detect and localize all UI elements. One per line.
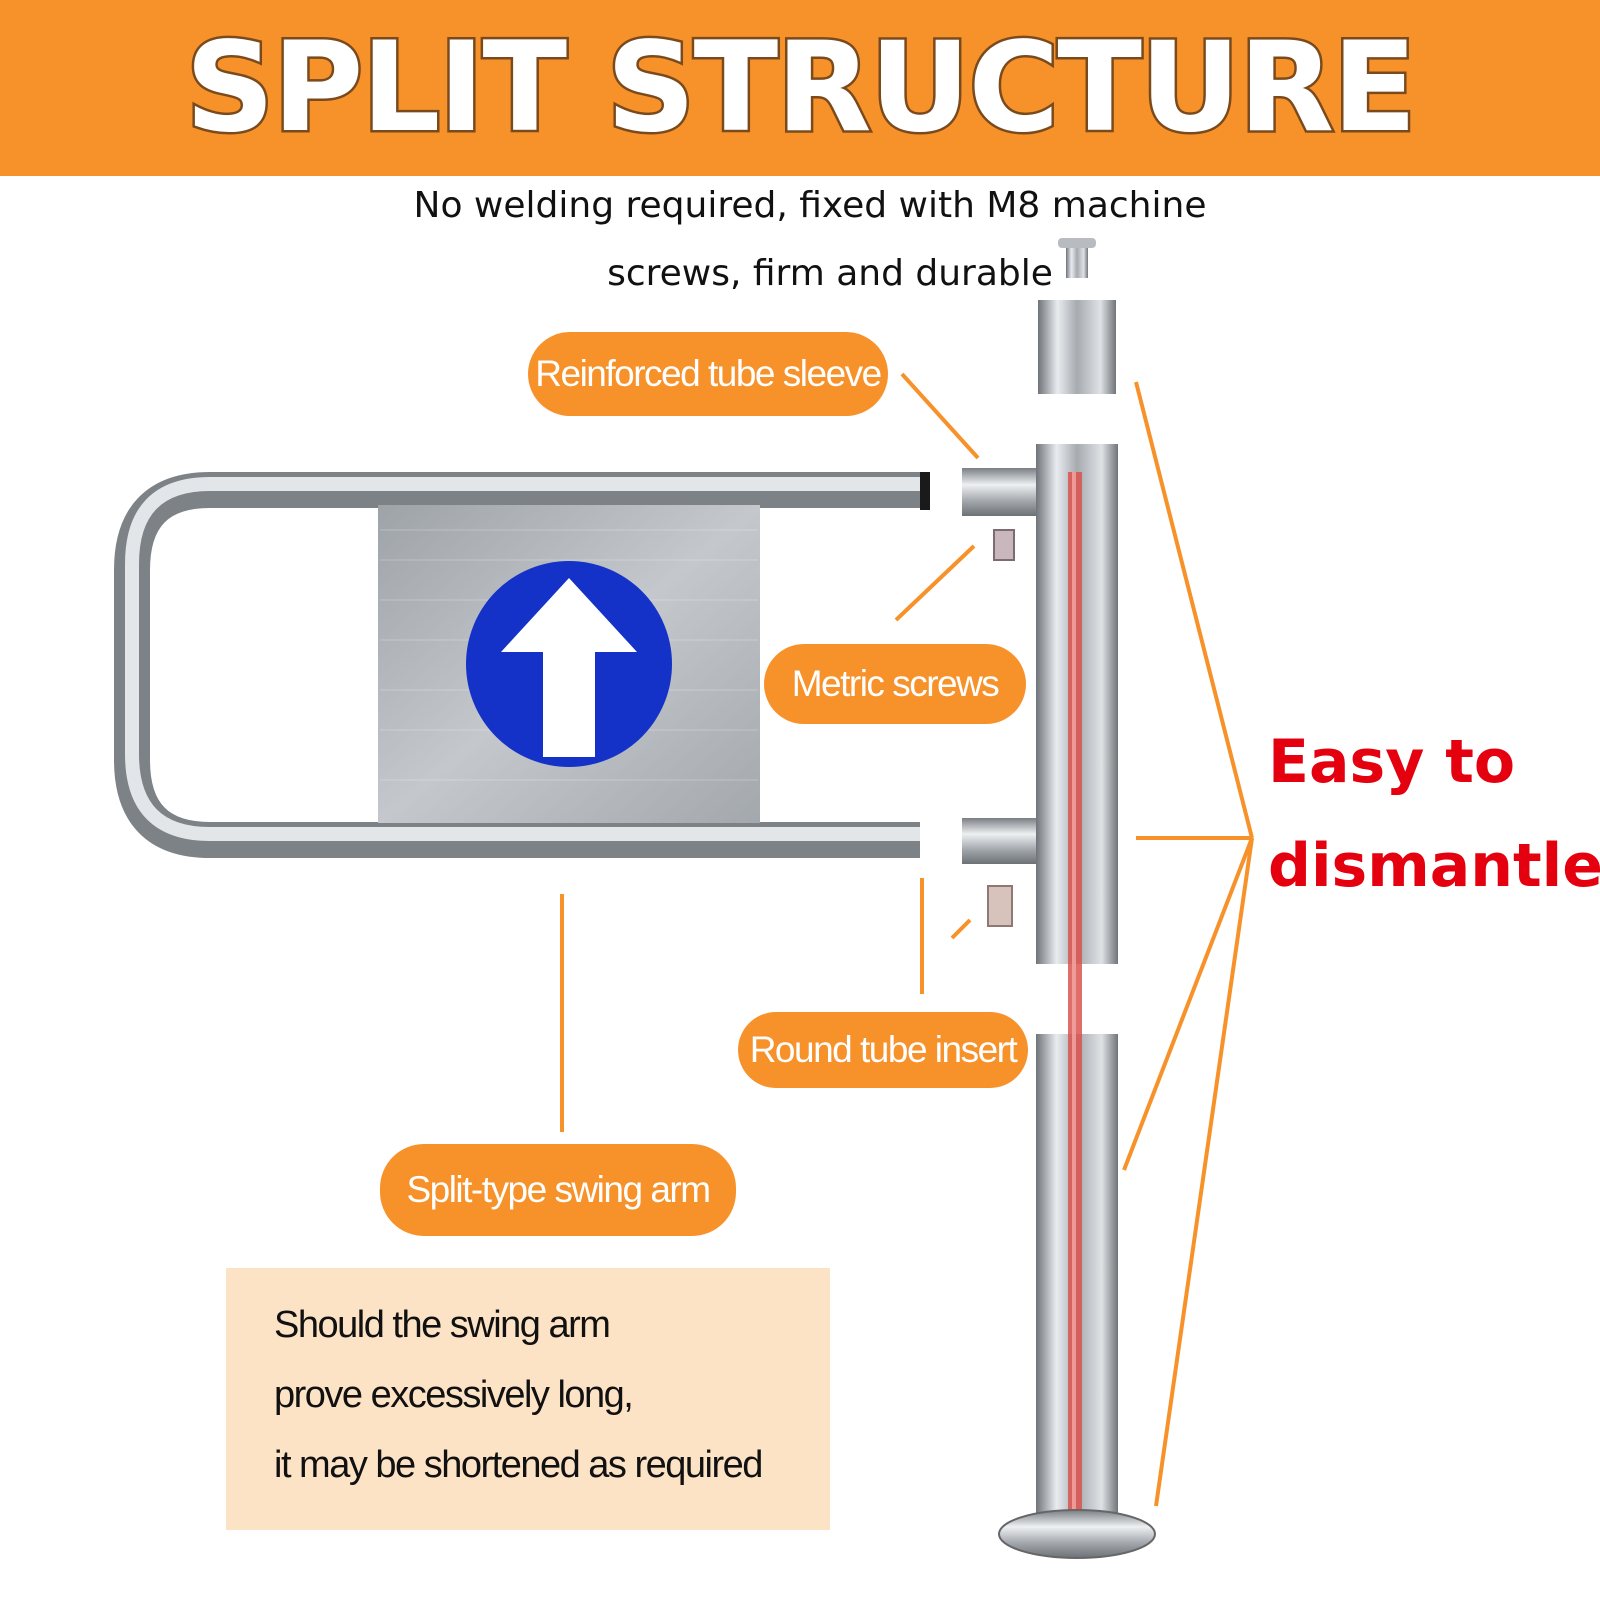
note-line-3: it may be shortened as required	[274, 1444, 763, 1486]
note-line-2: prove excessively long,	[274, 1374, 634, 1416]
easy-to-dismantle-label: Easy to dismantle	[1268, 710, 1600, 918]
callout-round-tube-insert: Round tube insert	[738, 1012, 1028, 1088]
callout-reinforced-tube-sleeve: Reinforced tube sleeve	[528, 332, 888, 416]
bracket-line-lower	[1122, 837, 1254, 1171]
easy-to-line-2: dismantle	[1268, 831, 1600, 901]
note-line-1: Should the swing arm	[274, 1304, 611, 1346]
upper-arm-sleeve	[962, 468, 1036, 516]
leader-screw-lower	[950, 918, 972, 940]
subtitle: No welding required, fixed with M8 machi…	[380, 172, 1240, 308]
screw-lower	[987, 885, 1013, 927]
subtitle-line-1: No welding required, fixed with M8 machi…	[413, 185, 1207, 226]
bracket-line-top	[1134, 381, 1254, 839]
leader-metric-screws	[894, 544, 976, 622]
note-box: Should the swing arm prove excessively l…	[226, 1268, 830, 1530]
top-sleeve	[1038, 300, 1116, 394]
easy-to-line-1: Easy to	[1268, 727, 1516, 797]
callout-metric-screws: Metric screws	[764, 644, 1026, 724]
header-banner	[0, 0, 1600, 176]
page-title: SPLIT STRUCTURE	[183, 16, 1420, 161]
cap-screw	[1066, 242, 1088, 278]
leader-tube-sleeve	[900, 372, 980, 460]
bracket-line-bottom	[1154, 837, 1254, 1507]
tube-end-cap	[920, 472, 930, 510]
post-base	[998, 1509, 1156, 1559]
screw-upper	[993, 529, 1015, 561]
callout-split-type-swing-arm: Split-type swing arm	[380, 1144, 736, 1236]
lower-arm-sleeve	[962, 818, 1036, 864]
subtitle-line-2: screws, firm and durable	[607, 253, 1053, 294]
up-arrow-icon	[501, 578, 637, 757]
